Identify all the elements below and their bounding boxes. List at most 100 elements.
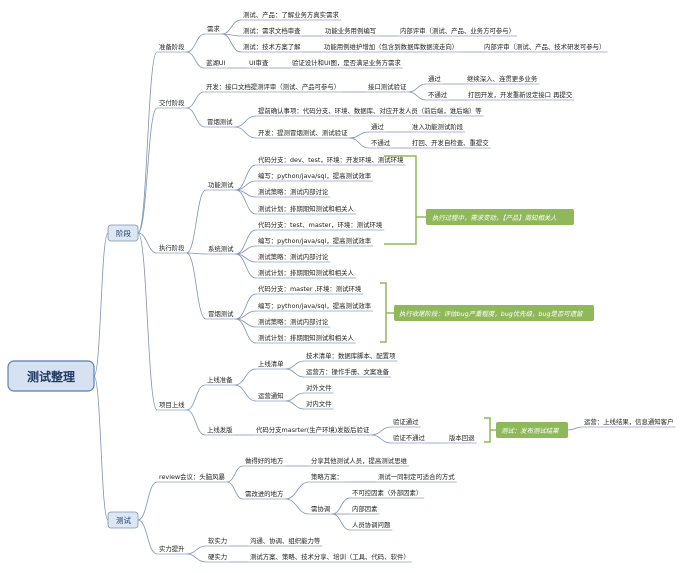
node-t-coord[interactable]: 需协调 [311, 504, 330, 513]
node-d-fail1[interactable]: 打回开发，开发重新设定接口 再提交 [468, 90, 573, 99]
node-t-soft1[interactable]: 沟通、协调、组织能力等 [250, 536, 321, 545]
node-t-strategy1[interactable]: 测试一同制定可适合的方式 [378, 472, 455, 481]
node-test[interactable]: 测试 [116, 515, 131, 525]
node-t-coord2[interactable]: 内部因素 [352, 504, 378, 513]
node-d-fail[interactable]: 不通过 [428, 90, 448, 99]
connector [93, 375, 109, 521]
connector [285, 392, 305, 402]
node-d-sm2p[interactable]: 通过 [371, 122, 384, 131]
node-l-notice1[interactable]: 对外文件 [306, 383, 332, 392]
connector [285, 368, 305, 378]
node-l-release[interactable]: 上线发版 [207, 425, 233, 434]
node-t-review[interactable]: review会议：头脑风暴 [159, 472, 225, 481]
connector [235, 229, 257, 255]
node-e-f4[interactable]: 测试计划：排期期知测试和相关人 [258, 204, 354, 213]
node-e-f3[interactable]: 测试策略：测试内部讨论 [258, 187, 329, 196]
connector [235, 318, 257, 344]
connector [235, 253, 257, 279]
node-l-notice2[interactable]: 对内文件 [306, 399, 332, 408]
connector [137, 51, 158, 234]
node-s-req3[interactable]: 测试：技术方案了解 [243, 42, 301, 51]
node-d-dev[interactable]: 开发：接口文档提测评审（测试、产品可参与） [206, 82, 340, 91]
node-s-req2a[interactable]: 功能业务用例编写 [325, 26, 376, 35]
node-l-ops[interactable]: 运营：上线结果，信息通知客户 [584, 417, 673, 426]
node-t-hard1[interactable]: 测试方案、策略、技术分享、培训（工具、代码、软件） [250, 552, 410, 561]
summary-box-2 [394, 305, 594, 321]
summary-label-2: 执行收尾阶段：评估bug严重程度，bug优先级，bug是否可遗留 [399, 310, 584, 318]
node-l-list[interactable]: 上线清单 [258, 359, 284, 368]
node-d-sm2p1[interactable]: 准入功能测试阶段 [412, 122, 464, 131]
node-t-good[interactable]: 做得好的地方 [245, 456, 283, 465]
node-e-func[interactable]: 功能测试 [208, 180, 234, 189]
node-d-pass1[interactable]: 继续深入、连贯更多业务 [467, 74, 538, 83]
root-node[interactable] [7, 360, 95, 392]
node-l-notice[interactable]: 运营通知 [258, 391, 284, 400]
node-e-smoke[interactable]: 冒烟测试 [208, 309, 234, 318]
node-l-list1[interactable]: 技术清单：数据库脚本、配置项 [306, 351, 396, 360]
node-s-ui2[interactable]: 验证设计和UI图，是否满足业务方需求 [292, 58, 401, 67]
node-l-prep[interactable]: 上线准备 [207, 375, 233, 384]
node-e-s4[interactable]: 测试计划：排期期知测试和相关人 [258, 268, 354, 277]
node-s-req2b[interactable]: 内部评审（测试、产品、业务方可参与） [400, 26, 515, 35]
node-s-req1[interactable]: 测试、产品：了解业务方真实需求 [243, 10, 339, 19]
node-e-sys[interactable]: 系统测试 [208, 244, 234, 253]
node-d-sm2f[interactable]: 不通过 [371, 138, 391, 147]
node-l-rel1[interactable]: 代码分支masrter(生产环境)发版后验证 [256, 425, 370, 434]
node-e-s3[interactable]: 测试策略：测试内部讨论 [258, 252, 329, 261]
summary-bracket-3 [484, 417, 496, 443]
node-s-launch[interactable]: 项目上线 [159, 400, 185, 409]
node-d-sm1[interactable]: 提前确认事项：代码分支、环境、数据库、对应开发人员（前后端，谁后端）等 [258, 106, 482, 115]
node-t-coord1[interactable]: 不可控因素（外部因素） [352, 488, 422, 497]
connector [235, 293, 257, 320]
node-stage[interactable]: 阶段 [116, 228, 131, 238]
node-d-pass[interactable]: 通过 [428, 74, 441, 83]
node-e-f2[interactable]: 编写：python/java/sql，提高测试效率 [258, 171, 372, 180]
node-s-ui1[interactable]: UI审查 [249, 58, 269, 67]
node-e-m2[interactable]: 编写：python/java/sql，提高测试效率 [258, 301, 372, 310]
connector [234, 115, 257, 128]
node-e-m3[interactable]: 测试策略：测试内部讨论 [258, 317, 329, 326]
node-t-soft[interactable]: 软实力 [208, 536, 227, 545]
connector [226, 481, 244, 500]
node-t-coord3[interactable]: 人员协调问题 [352, 520, 391, 529]
node-d-api[interactable]: 接口测试验证 [368, 82, 407, 91]
node-t-hard[interactable]: 硬实力 [208, 552, 227, 561]
summary-bracket-2 [380, 282, 394, 343]
node-s-req3a[interactable]: 功能用例维护增加（包含到数据库数据流走向） [324, 42, 458, 51]
connector [235, 180, 257, 191]
node-s-ui[interactable]: 蓝湖UI [206, 58, 225, 67]
node-s-req2[interactable]: 测试：需求文档审查 [243, 26, 301, 35]
node-d-sm2[interactable]: 开发：提测冒烟测试、测试验证 [258, 128, 348, 137]
node-t-skill[interactable]: 实力提升 [159, 544, 185, 553]
node-d-smoke[interactable]: 冒烟测试 [207, 117, 233, 126]
node-e-m4[interactable]: 测试计划：排期期知测试和相关人 [258, 333, 354, 342]
connector [221, 33, 242, 53]
node-t-imp[interactable]: 需改进的地方 [245, 489, 283, 498]
node-s-req[interactable]: 需求 [207, 24, 220, 33]
node-stage[interactable] [107, 224, 139, 242]
node-d-sm2f1[interactable]: 打回、开发自检查、重提交 [412, 138, 489, 147]
node-e-f1[interactable]: 代码分支：dev、test，环境：开发环境、测试环境 [258, 155, 404, 164]
node-l-fail[interactable]: 验证不通过 [393, 433, 426, 442]
connector [186, 107, 206, 128]
node-l-list2[interactable]: 运营方：操作手册、文案准备 [306, 367, 390, 376]
node-e-s2[interactable]: 编写：python/java/sql，提高测试效率 [258, 236, 372, 245]
node-e-s1[interactable]: 代码分支：test、master，环境：测试环境 [258, 220, 383, 229]
connector [235, 245, 257, 255]
node-t-good1[interactable]: 分享其他测试人员，提高测试思维 [311, 456, 407, 465]
node-s-prep[interactable]: 准备阶段 [159, 42, 185, 51]
node-e-m1[interactable]: 代码分支：master ,环境：测试环境 [258, 284, 362, 293]
summary-bracket-1 [384, 155, 426, 245]
node-l-rollback[interactable]: 版本回退 [449, 433, 475, 442]
node-l-pass[interactable]: 验证通过 [393, 417, 419, 426]
connector [186, 384, 206, 411]
connector [186, 33, 206, 53]
connector [137, 232, 158, 254]
node-s-exec[interactable]: 执行阶段 [159, 243, 185, 252]
node-test[interactable] [107, 511, 139, 529]
connector [349, 137, 370, 149]
node-t-strategy[interactable]: 策略方案： [311, 472, 343, 481]
node-s-deliver[interactable]: 交付阶段 [159, 98, 185, 107]
node-s-req3b[interactable]: 内部评审（测试、产品、技术研发可参与） [484, 42, 605, 51]
connector-lines [93, 19, 583, 563]
